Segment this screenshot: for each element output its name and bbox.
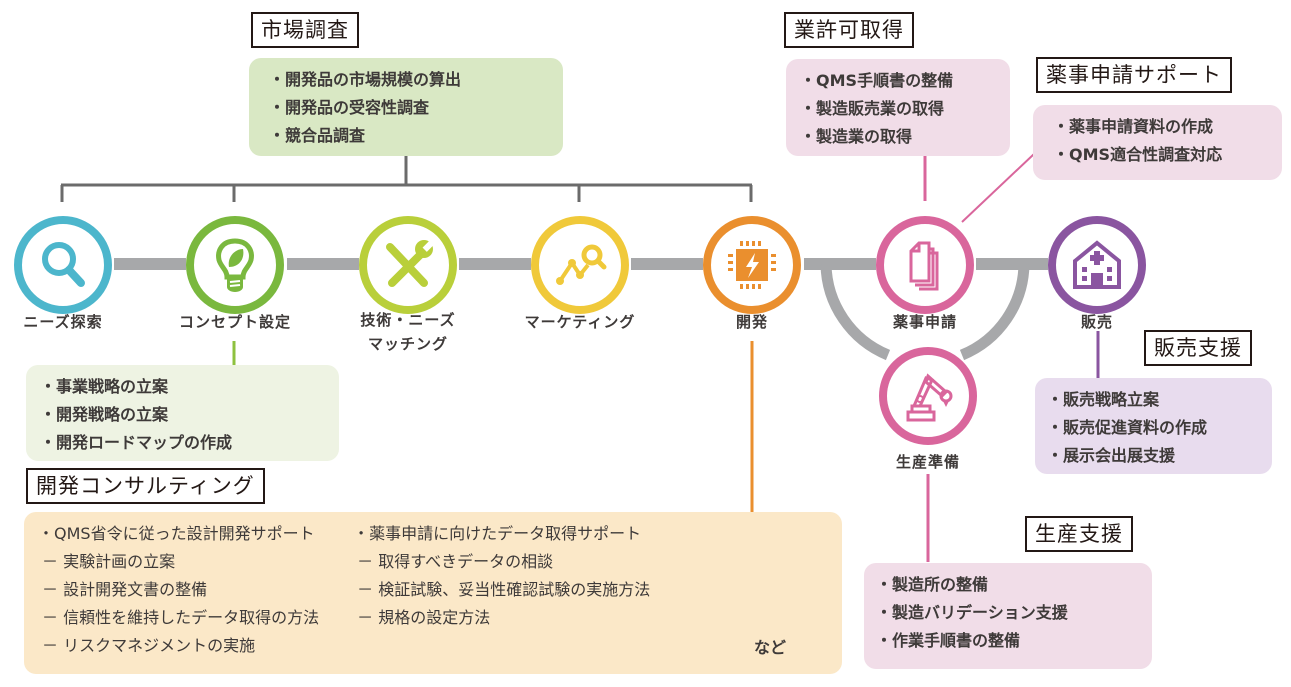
magnifier-icon [42,242,85,287]
list-item: 開発ロードマップの作成 [40,429,325,457]
dev-consulting-column-2: ・薬事申請に向けたデータ取得サポート 取得すべきデータの相談 検証試験、妥当性確… [353,520,650,660]
list-item: 開発品の市場規模の算出 [269,66,549,94]
list-item: 製造バリデーション支援 [876,599,1138,627]
market-research-note: 開発品の市場規模の算出 開発品の受容性調査 競合品調査 [249,58,563,156]
node-label: 技術・ニーズ マッチング [339,308,477,356]
regulatory-support-link-line [961,153,1035,223]
tools-icon [386,240,434,287]
regulatory-support-title: 薬事申請サポート [1036,57,1232,93]
list-item: 取得すべきデータの相談 [357,548,650,576]
node-label: 開発 [735,313,768,331]
flow-bar [114,258,186,270]
list-item: 展示会出展支援 [1047,442,1258,470]
list-item: 販売促進資料の作成 [1047,414,1258,442]
list-item: 開発戦略の立案 [40,401,325,429]
flow-bar [804,258,876,270]
production-arc [959,263,1030,361]
node-needs-exploration[interactable] [14,216,112,314]
node-label: 販売 [1080,313,1113,331]
node-development[interactable] [703,216,801,314]
node-label: マーケティング [524,313,636,331]
node-label: コンセプト設定 [178,313,291,331]
list-item: QMS適合性調査対応 [1053,141,1268,169]
dev-consulting-title: 開発コンサルティング [26,468,265,504]
column-heading: ・QMS省令に従った設計開発サポート [38,524,315,543]
lightbulb-leaf-icon [216,238,254,292]
market-research-title: 市場調査 [251,12,359,48]
documents-icon [909,241,939,291]
node-label-line: 技術・ニーズ [360,311,456,329]
column-heading: ・薬事申請に向けたデータ取得サポート [353,524,642,543]
production-arc [820,263,891,361]
list-item: 製造所の整備 [876,571,1138,599]
list-item: 規格の設定方法 [357,604,650,632]
robot-arm-icon [906,373,953,422]
flow-bar [976,258,1048,270]
node-marketing[interactable] [531,216,629,314]
list-item: 検証試験、妥当性確認試験の実施方法 [357,576,650,604]
list-item: QMS手順書の整備 [800,67,996,95]
production-support-title: 生産支援 [1025,516,1133,552]
chip-bolt-icon [728,241,776,289]
node-label-line: マッチング [367,335,448,353]
list-item: 製造業の取得 [800,123,996,151]
flow-bar [459,258,531,270]
node-label: 薬事申請 [892,313,957,331]
list-item: 事業戦略の立案 [40,373,325,401]
concept-note: 事業戦略の立案 開発戦略の立案 開発ロードマップの作成 [26,365,339,461]
column-heading-text: QMS省令に従った設計開発サポート [54,524,315,543]
node-concept[interactable] [186,216,284,314]
column-heading-text: 薬事申請に向けたデータ取得サポート [369,524,642,543]
regulatory-support-note: 薬事申請資料の作成 QMS適合性調査対応 [1033,105,1282,180]
dev-consulting-note: ・QMS省令に従った設計開発サポート 実験計画の立案 設計開発文書の整備 信頼性… [24,512,842,674]
market-research-bracket [60,155,753,202]
node-sales[interactable] [1048,216,1146,314]
license-note: QMS手順書の整備 製造販売業の取得 製造業の取得 [786,59,1010,156]
license-title: 業許可取得 [784,12,914,48]
sales-support-title: 販売支援 [1144,330,1252,366]
list-item: 販売戦略立案 [1047,386,1258,414]
list-item: 作業手順書の整備 [876,627,1138,655]
node-regulatory-application[interactable] [876,216,974,314]
sales-support-note: 販売戦略立案 販売促進資料の作成 展示会出展支援 [1035,378,1272,474]
etc-label: など [753,638,786,657]
list-item: 信頼性を維持したデータ取得の方法 [42,604,319,632]
chart-search-icon [556,244,607,285]
list-item: 薬事申請資料の作成 [1053,113,1268,141]
list-item: 設計開発文書の整備 [42,576,319,604]
list-item: 競合品調査 [269,122,549,150]
flow-bar [631,258,703,270]
dev-consulting-column-1: ・QMS省令に従った設計開発サポート 実験計画の立案 設計開発文書の整備 信頼性… [38,520,319,660]
node-tech-matching[interactable] [359,216,457,314]
list-item: 実験計画の立案 [42,548,319,576]
flow-bar [287,258,359,270]
list-item: 開発品の受容性調査 [269,94,549,122]
node-label: 生産準備 [895,453,960,471]
hospital-icon [1073,240,1121,289]
list-item: 製造販売業の取得 [800,95,996,123]
node-production-prep[interactable] [879,347,977,445]
node-label: ニーズ探索 [23,313,103,331]
production-support-note: 製造所の整備 製造バリデーション支援 作業手順書の整備 [864,563,1152,669]
list-item: リスクマネジメントの実施 [42,632,319,660]
